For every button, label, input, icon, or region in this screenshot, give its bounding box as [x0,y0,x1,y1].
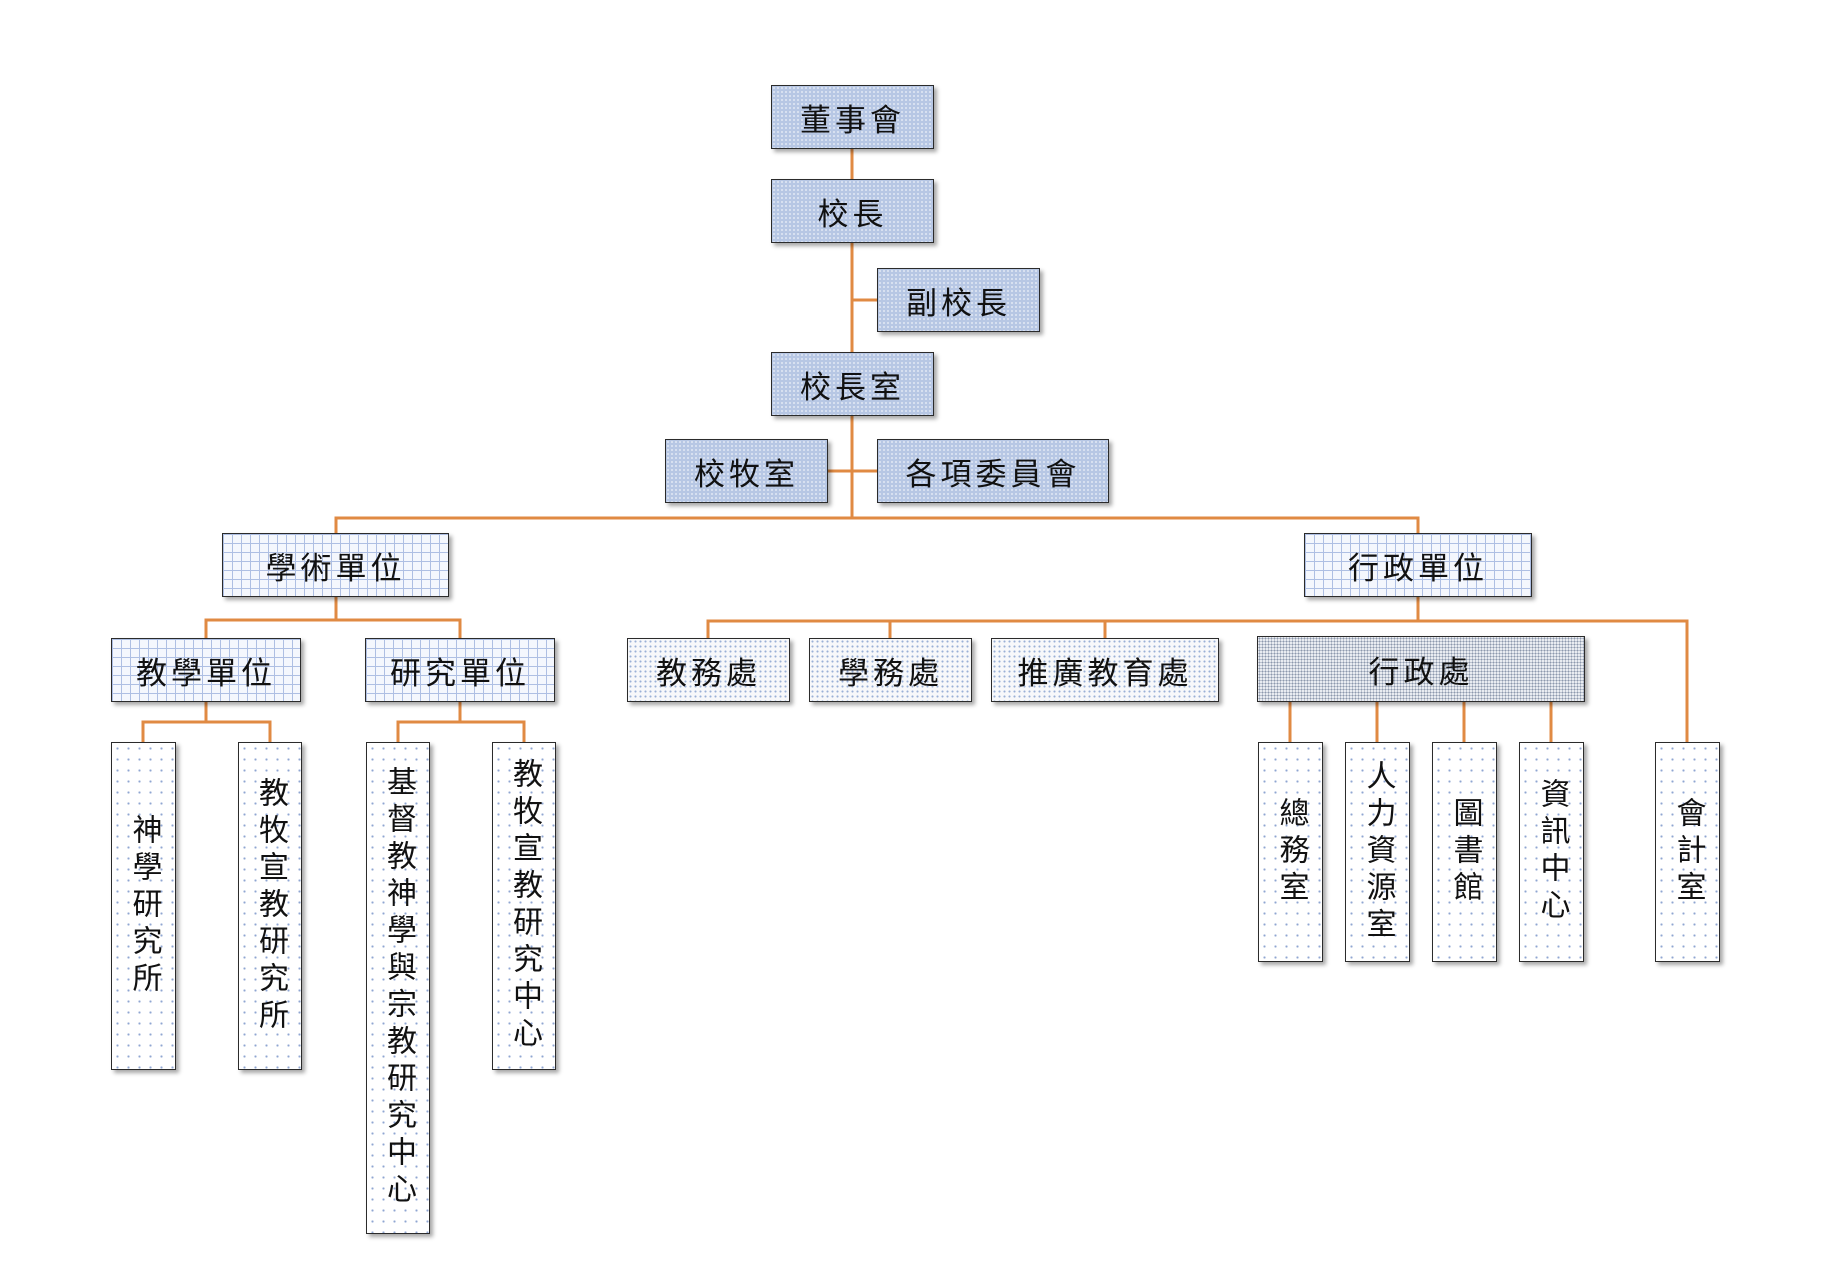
node-research-units: 研究單位 [365,638,555,702]
node-academic-affairs: 教務處 [627,638,790,702]
node-accounting: 會計室 [1655,742,1720,962]
node-student-affairs: 學務處 [809,638,972,702]
node-chaplain-office: 校牧室 [665,439,828,503]
node-board: 董事會 [771,85,934,149]
node-teaching-units: 教學單位 [111,638,301,702]
node-library: 圖書館 [1432,742,1497,962]
node-human-resources: 人力資源室 [1345,742,1410,962]
node-president: 校長 [771,179,934,243]
node-president-office: 校長室 [771,352,934,416]
node-academic-units: 學術單位 [222,533,449,597]
node-general-affairs: 總務室 [1258,742,1323,962]
node-it-center: 資訊中心 [1519,742,1584,962]
node-missiology-center: 教牧宣教研究中心 [492,742,556,1070]
node-committees: 各項委員會 [877,439,1109,503]
node-vice-president: 副校長 [877,268,1040,332]
node-missiology-institute: 教牧宣教研究所 [238,742,302,1070]
node-extension-education: 推廣教育處 [991,638,1219,702]
node-theology-institute: 神學研究所 [111,742,176,1070]
node-administration: 行政處 [1257,636,1585,702]
node-admin-units: 行政單位 [1304,533,1532,597]
node-christian-theology-center: 基督教神學與宗教研究中心 [366,742,430,1234]
